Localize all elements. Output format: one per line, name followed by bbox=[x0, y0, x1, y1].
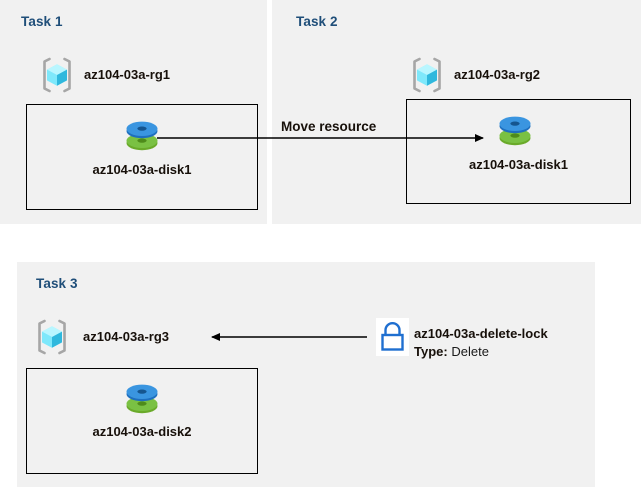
panel-task-2 bbox=[272, 0, 641, 224]
lock-type-row: Type: Delete bbox=[414, 344, 489, 359]
panel-task-1 bbox=[0, 0, 267, 224]
resource-group-label-rg2: az104-03a-rg2 bbox=[454, 67, 540, 82]
panel-task-1-heading: Task 1 bbox=[21, 14, 63, 29]
panel-task-3-heading: Task 3 bbox=[36, 276, 78, 291]
panel-task-2-heading: Task 2 bbox=[296, 14, 338, 29]
managed-disk-icon bbox=[497, 110, 533, 150]
resource-label-disk2-task-3: az104-03a-disk2 bbox=[92, 424, 192, 439]
resource-group-label-rg1: az104-03a-rg1 bbox=[84, 67, 170, 82]
connector-move-resource-label: Move resource bbox=[281, 119, 377, 134]
lock-label: az104-03a-delete-lock bbox=[414, 326, 548, 341]
resource-group-label-rg3: az104-03a-rg3 bbox=[83, 329, 169, 344]
resource-box-task-3 bbox=[26, 368, 258, 474]
lock-icon bbox=[376, 318, 409, 356]
resource-group-icon bbox=[38, 56, 76, 94]
resource-box-task-1 bbox=[26, 104, 258, 210]
lock-type-key: Type: bbox=[414, 344, 448, 359]
resource-label-disk1-task-2: az104-03a-disk1 bbox=[468, 157, 568, 172]
lock-type-value: Delete bbox=[451, 344, 489, 359]
managed-disk-icon bbox=[124, 378, 160, 418]
resource-group-icon bbox=[408, 56, 446, 94]
resource-label-disk1-task-1: az104-03a-disk1 bbox=[92, 162, 192, 177]
panel-task-3 bbox=[17, 262, 595, 487]
resource-group-icon bbox=[33, 318, 71, 356]
resource-box-task-2 bbox=[406, 99, 631, 204]
managed-disk-icon bbox=[124, 115, 160, 155]
